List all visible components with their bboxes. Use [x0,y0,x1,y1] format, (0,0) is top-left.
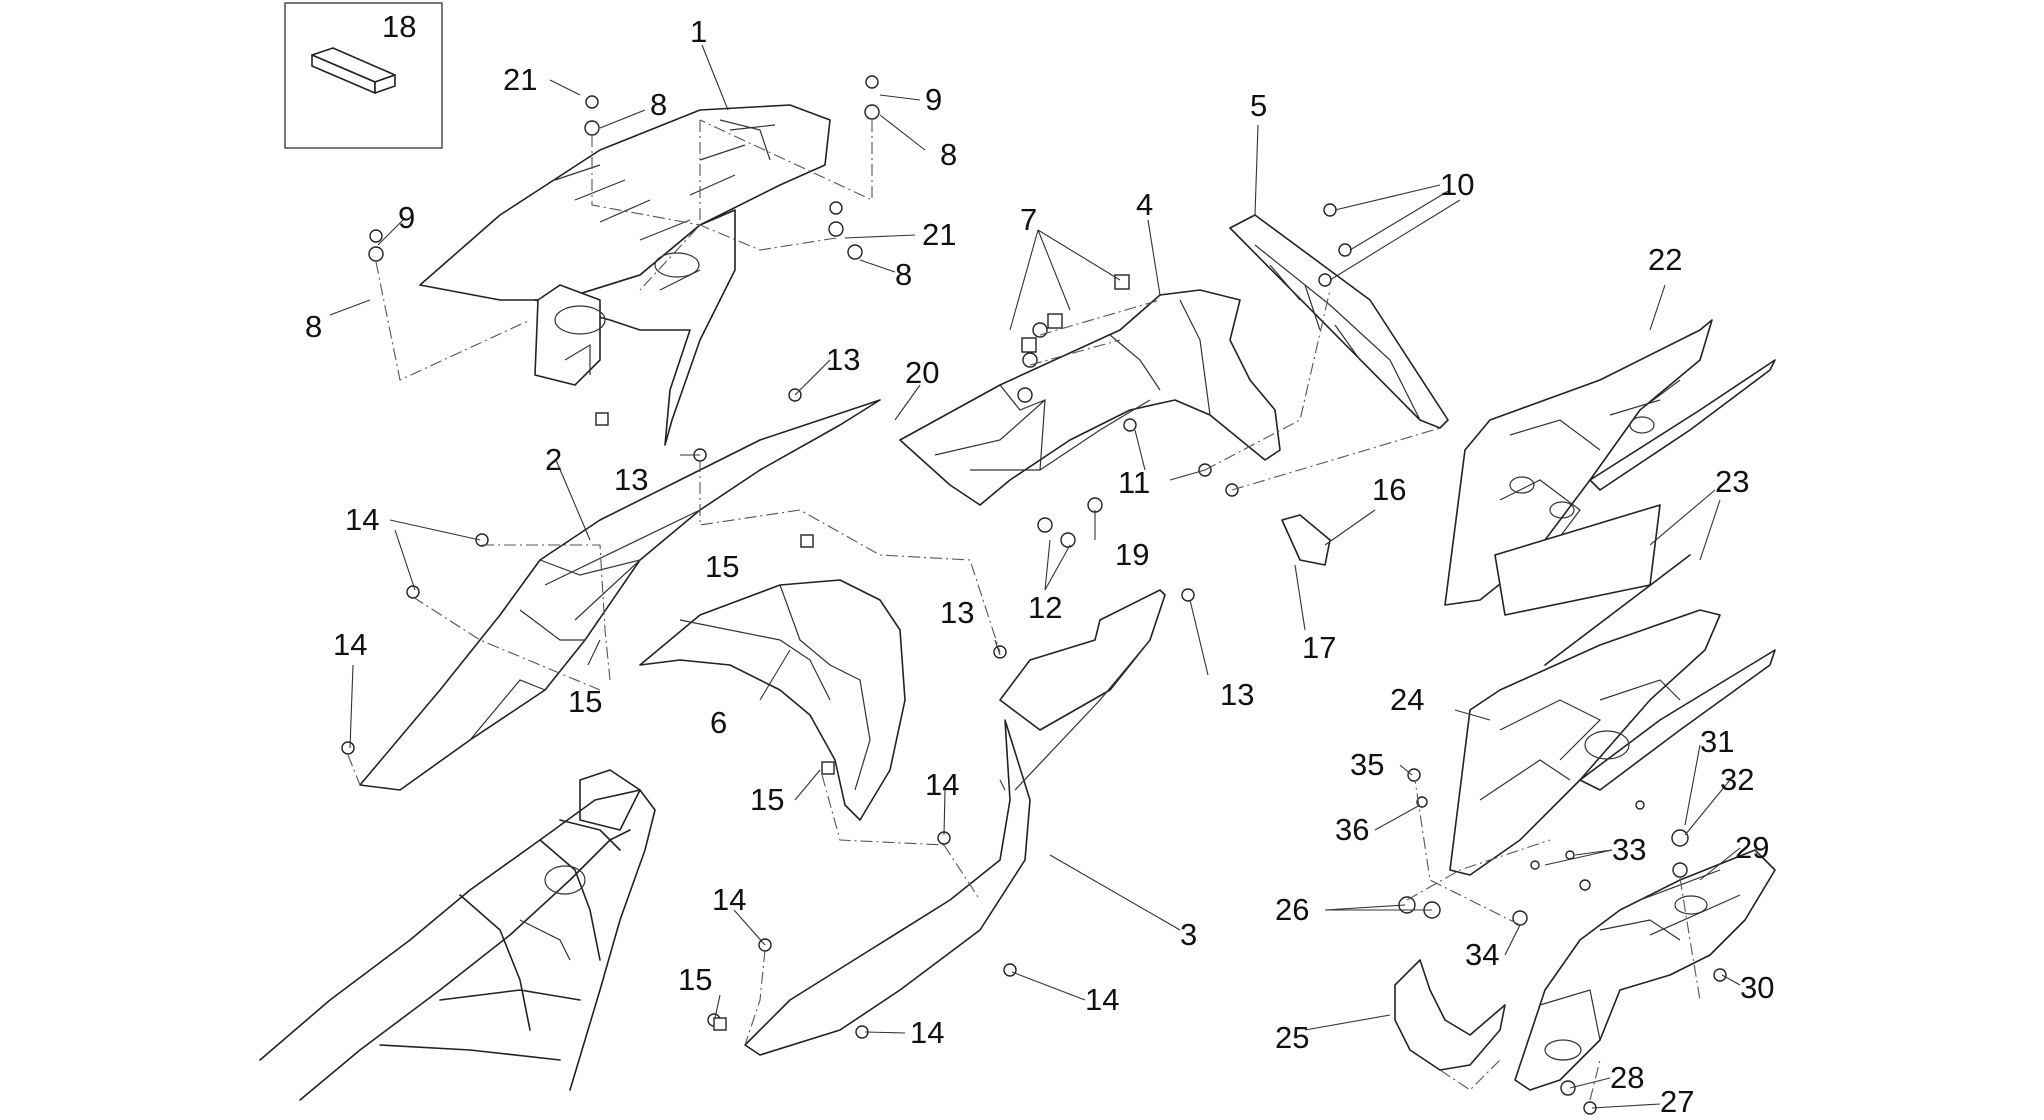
callout-29: 29 [1735,830,1769,865]
leader-lines [329,44,1741,1109]
callout-2: 2 [545,442,562,477]
callout-14: 14 [925,767,959,802]
rear-subframe [259,769,656,1101]
reflector-trim [1394,959,1506,1071]
callout-8: 8 [895,257,912,292]
callout-14: 14 [1085,982,1119,1017]
callout-15: 15 [705,549,739,584]
right-side-panel [744,589,1166,1056]
inset-box-part-18 [284,2,443,149]
callout-11: 11 [1118,465,1150,500]
callout-9: 9 [398,200,415,235]
callout-14: 14 [333,627,367,662]
callout-13: 13 [826,342,860,377]
callout-15: 15 [678,962,712,997]
decal-strip [1494,504,1691,666]
rear-fender-assembly [899,289,1281,506]
callout-33: 33 [1612,832,1646,867]
callout-8: 8 [650,87,667,122]
callout-21: 21 [922,217,956,252]
callout-20: 20 [905,355,939,390]
callout-7: 7 [1020,202,1037,237]
callout-12: 12 [1028,590,1062,625]
callout-27: 27 [1660,1084,1694,1119]
callout-15: 15 [750,782,784,817]
callout-36: 36 [1335,812,1369,847]
callout-13: 13 [1220,677,1254,712]
callout-30: 30 [1740,970,1774,1005]
callout-6: 6 [710,705,727,740]
callout-19: 19 [1115,537,1149,572]
callout-26: 26 [1275,892,1309,927]
callout-16: 16 [1372,472,1406,507]
callout-1: 1 [690,14,707,49]
inner-wheel-well [639,579,906,821]
rear-carrier-rack [419,104,831,446]
callout-21: 21 [503,62,537,97]
callout-10: 10 [1440,167,1474,202]
seat-cover-base [1449,609,1776,876]
callout-25: 25 [1275,1020,1309,1055]
left-side-panel [359,399,881,791]
callout-14: 14 [712,882,746,917]
callout-18: 18 [382,9,416,44]
callout-8: 8 [305,309,322,344]
callout-23: 23 [1715,464,1749,499]
callout-34: 34 [1465,937,1499,972]
callout-9: 9 [925,82,942,117]
callout-14: 14 [345,502,379,537]
callout-13: 13 [940,595,974,630]
callout-13: 13 [614,462,648,497]
callout-24: 24 [1390,682,1424,717]
callout-17: 17 [1302,630,1336,665]
callout-35: 35 [1350,747,1384,782]
callout-32: 32 [1720,762,1754,797]
callout-15: 15 [568,684,602,719]
callout-labels: 18 1 21 9 8 8 9 21 8 8 5 7 4 10 22 13 20… [305,9,1774,1119]
callout-3: 3 [1180,917,1197,952]
callout-5: 5 [1250,88,1267,123]
assembly-dash-lines [347,119,1701,1101]
callout-8: 8 [940,137,957,172]
callout-4: 4 [1136,187,1153,222]
callout-28: 28 [1610,1060,1644,1095]
tail-undertray [1514,849,1776,1091]
callout-31: 31 [1700,724,1734,759]
callout-14: 14 [910,1015,944,1050]
callout-22: 22 [1648,242,1682,277]
